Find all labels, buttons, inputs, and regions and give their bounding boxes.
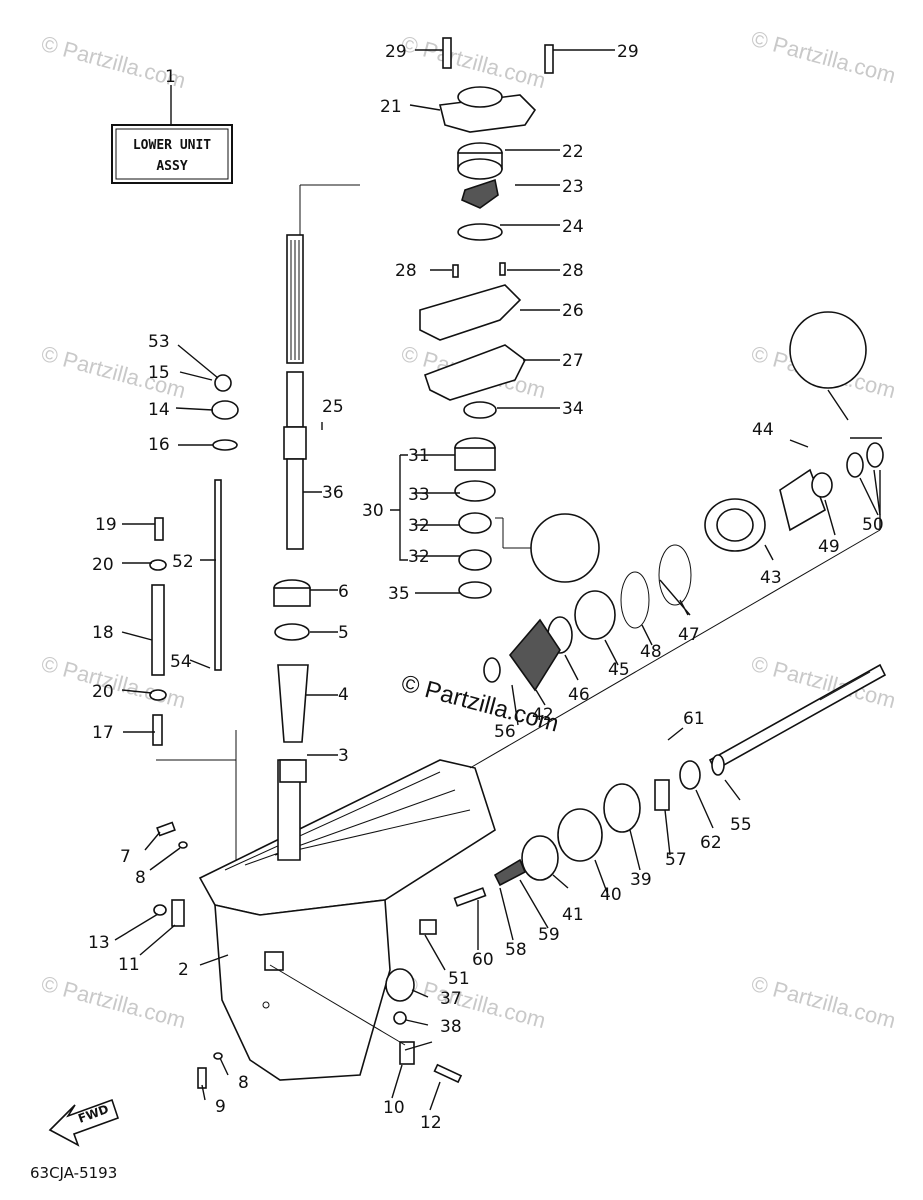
callout-49: 49 xyxy=(818,537,840,557)
water-pump-group xyxy=(419,37,554,419)
watermark-text: © Partzilla.com xyxy=(399,31,549,94)
callout-8b: 8 xyxy=(238,1073,249,1093)
callout-2: 2 xyxy=(178,960,189,980)
callout-12: 12 xyxy=(420,1113,442,1133)
callout-35: 35 xyxy=(388,584,410,604)
bushing-stack xyxy=(273,579,311,783)
callout-62: 62 xyxy=(700,833,722,853)
callout-11: 11 xyxy=(118,955,140,975)
callout-53: 53 xyxy=(148,332,170,352)
callout-43: 43 xyxy=(760,568,782,588)
callout-32b: 32 xyxy=(408,547,430,567)
callout-7: 7 xyxy=(120,847,131,867)
watermark-text: © Partzilla.com xyxy=(749,26,899,89)
callout-45: 45 xyxy=(608,660,630,680)
callout-24: 24 xyxy=(562,217,584,237)
callout-1: 1 xyxy=(165,67,176,87)
callout-8a: 8 xyxy=(135,868,146,888)
callout-29a: 29 xyxy=(385,42,407,62)
drive-shaft-36 xyxy=(283,184,360,550)
callout-6: 6 xyxy=(338,582,349,602)
shift-rod-group xyxy=(149,374,239,860)
callout-20a: 20 xyxy=(92,555,114,575)
lower-unit-assy-box: LOWER UNIT ASSY xyxy=(111,85,233,184)
callout-29b: 29 xyxy=(617,42,639,62)
callout-26: 26 xyxy=(562,301,584,321)
callout-25: 25 xyxy=(322,397,344,417)
callout-28b: 28 xyxy=(562,261,584,281)
callout-17: 17 xyxy=(92,723,114,743)
callout-51: 51 xyxy=(448,969,470,989)
callout-22: 22 xyxy=(562,142,584,162)
callout-47: 47 xyxy=(678,625,700,645)
callout-23: 23 xyxy=(562,177,584,197)
callout-28a: 28 xyxy=(395,261,417,281)
callout-42: 42 xyxy=(532,705,554,725)
bearing-stack-30 xyxy=(454,437,600,599)
callout-46: 46 xyxy=(568,685,590,705)
callout-56: 56 xyxy=(494,722,516,742)
diagram-code: 63CJA-5193 xyxy=(30,1164,117,1182)
callout-labels: 1 2 3 4 5 6 7 8 8 9 10 11 12 13 14 15 16… xyxy=(88,42,884,1133)
callout-58: 58 xyxy=(505,940,527,960)
fwd-arrow: FWD xyxy=(48,1098,120,1147)
callout-18: 18 xyxy=(92,623,114,643)
callout-41: 41 xyxy=(562,905,584,925)
assy-box-line2: ASSY xyxy=(156,159,187,174)
propeller-shaft-group xyxy=(385,311,887,1025)
callout-30: 30 xyxy=(362,501,384,521)
callout-44: 44 xyxy=(752,420,774,440)
callout-57: 57 xyxy=(665,850,687,870)
callout-19: 19 xyxy=(95,515,117,535)
watermark-text: © Partzilla.com xyxy=(749,971,899,1034)
callout-14: 14 xyxy=(148,400,170,420)
watermark-text: © Partzilla.com xyxy=(39,971,189,1034)
callout-21: 21 xyxy=(380,97,402,117)
callout-54: 54 xyxy=(170,652,192,672)
callout-37: 37 xyxy=(440,989,462,1009)
callout-32a: 32 xyxy=(408,516,430,536)
callout-31: 31 xyxy=(408,446,430,466)
callout-48: 48 xyxy=(640,642,662,662)
callout-61: 61 xyxy=(683,709,705,729)
callout-38: 38 xyxy=(440,1017,462,1037)
callout-27: 27 xyxy=(562,351,584,371)
callout-13: 13 xyxy=(88,933,110,953)
callout-9: 9 xyxy=(215,1097,226,1117)
callout-16: 16 xyxy=(148,435,170,455)
lower-case-housing-2 xyxy=(198,759,496,1081)
leader-lines xyxy=(114,49,882,1111)
callout-3: 3 xyxy=(338,746,349,766)
callout-33: 33 xyxy=(408,485,430,505)
callout-50: 50 xyxy=(862,515,884,535)
callout-34: 34 xyxy=(562,399,584,419)
callout-10: 10 xyxy=(383,1098,405,1118)
callout-15: 15 xyxy=(148,363,170,383)
callout-5: 5 xyxy=(338,623,349,643)
assy-box-line1: LOWER UNIT xyxy=(133,138,211,153)
callout-52: 52 xyxy=(172,552,194,572)
callout-59: 59 xyxy=(538,925,560,945)
callout-55: 55 xyxy=(730,815,752,835)
callout-20b: 20 xyxy=(92,682,114,702)
callout-39: 39 xyxy=(630,870,652,890)
callout-36: 36 xyxy=(322,483,344,503)
callout-4: 4 xyxy=(338,685,349,705)
callout-40: 40 xyxy=(600,885,622,905)
callout-60: 60 xyxy=(472,950,494,970)
